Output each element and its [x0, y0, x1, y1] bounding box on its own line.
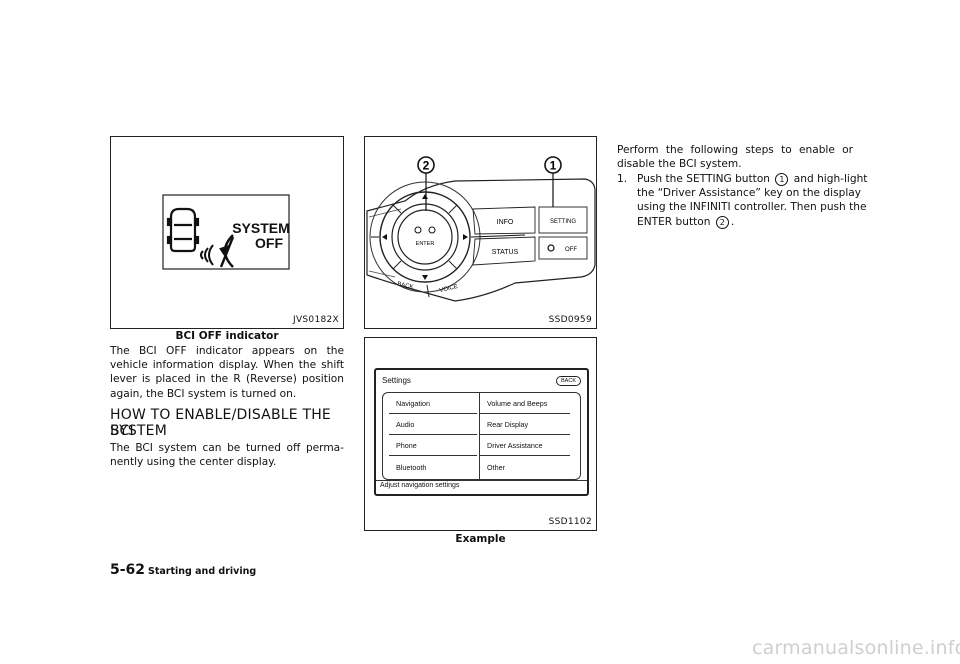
indicator-text-off: OFF	[255, 235, 283, 251]
menu-item-driver-assistance[interactable]: Driver Assistance	[480, 436, 570, 456]
back-button-label: BACK	[397, 281, 414, 290]
menu-item-other[interactable]: Other	[480, 457, 570, 477]
section-heading-line2: SYSTEM	[110, 423, 168, 439]
menu-item-bluetooth[interactable]: Bluetooth	[389, 457, 477, 477]
figure-bci-off-indicator: SYSTEM OFF JVS0182X	[110, 136, 344, 329]
screen-title: Settings	[382, 376, 411, 385]
menu-item-volume-and-beeps[interactable]: Volume and Beeps	[480, 394, 570, 414]
menu-item-navigation[interactable]: Navigation	[389, 394, 477, 414]
controller-panel-graphic: ENTER INFO STATUS SETTING OFF BACK VOICE…	[366, 156, 596, 302]
menu-item-rear-display[interactable]: Rear Display	[480, 415, 570, 435]
section-name: Starting and driving	[148, 566, 257, 577]
voice-button-label: VOICE	[439, 284, 459, 294]
callout-1-badge: 1	[775, 173, 789, 186]
bci-mini-icon	[547, 244, 555, 252]
section-heading-line1: HOW TO ENABLE/DISABLE THE BCI	[110, 407, 331, 439]
figure-code: SSD0959	[548, 315, 592, 325]
step-text: Push the SETTING button 1 and high-light…	[637, 172, 869, 229]
settings-screen: Settings BACK Navigation Audio Phone Blu…	[374, 368, 589, 496]
step-text-part: and high-light the “Driver Assistance” k…	[637, 173, 868, 228]
info-button-label: INFO	[497, 219, 514, 226]
status-button-label: STATUS	[492, 249, 519, 256]
callout-2-label: 2	[423, 159, 430, 173]
watermark: carmanualsonline.info	[752, 637, 960, 659]
menu-item-audio[interactable]: Audio	[389, 415, 477, 435]
bci-off-indicator-graphic: SYSTEM OFF	[162, 194, 290, 270]
status-text: Adjust navigation settings	[380, 482, 460, 489]
car-icon	[166, 207, 200, 253]
paragraph-intro: Perform the following steps to enable or…	[617, 144, 853, 171]
menu-right-column	[479, 392, 581, 480]
enter-button-label: ENTER	[416, 241, 435, 247]
menu-item-phone[interactable]: Phone	[389, 436, 477, 456]
step-1: 1. Push the SETTING button 1 and high-li…	[617, 172, 869, 232]
sonar-waves-icon	[200, 244, 214, 266]
figure-code: SSD1102	[548, 517, 592, 527]
paragraph-bci-off: The BCI OFF indicator appears on the veh…	[110, 345, 344, 400]
callout-1-label: 1	[550, 159, 557, 173]
off-button-label: OFF	[565, 247, 577, 253]
indicator-text-system: SYSTEM	[232, 220, 290, 236]
step-text-part: .	[730, 215, 735, 228]
step-number: 1.	[617, 173, 628, 185]
callout-2-icon	[417, 156, 435, 174]
status-bar-divider	[376, 480, 587, 481]
figure-caption: BCI OFF indicator	[175, 330, 279, 342]
figure-settings-screen: Settings BACK Navigation Audio Phone Blu…	[364, 337, 597, 531]
figure-caption: Example	[455, 533, 506, 545]
setting-button-label: SETTING	[550, 219, 576, 225]
figure-code: JVS0182X	[293, 315, 339, 325]
page-number: 5-62	[110, 562, 146, 578]
callout-2-badge: 2	[715, 215, 729, 229]
back-button[interactable]: BACK	[556, 376, 581, 386]
paragraph-turn-off: The BCI system can be turned off perma-n…	[110, 442, 344, 469]
callout-1-icon	[544, 156, 562, 174]
step-text-part: Push the SETTING button	[637, 173, 771, 185]
crossed-wave-icon	[219, 234, 235, 268]
figure-controller-panel: ENTER INFO STATUS SETTING OFF BACK VOICE…	[364, 136, 597, 329]
